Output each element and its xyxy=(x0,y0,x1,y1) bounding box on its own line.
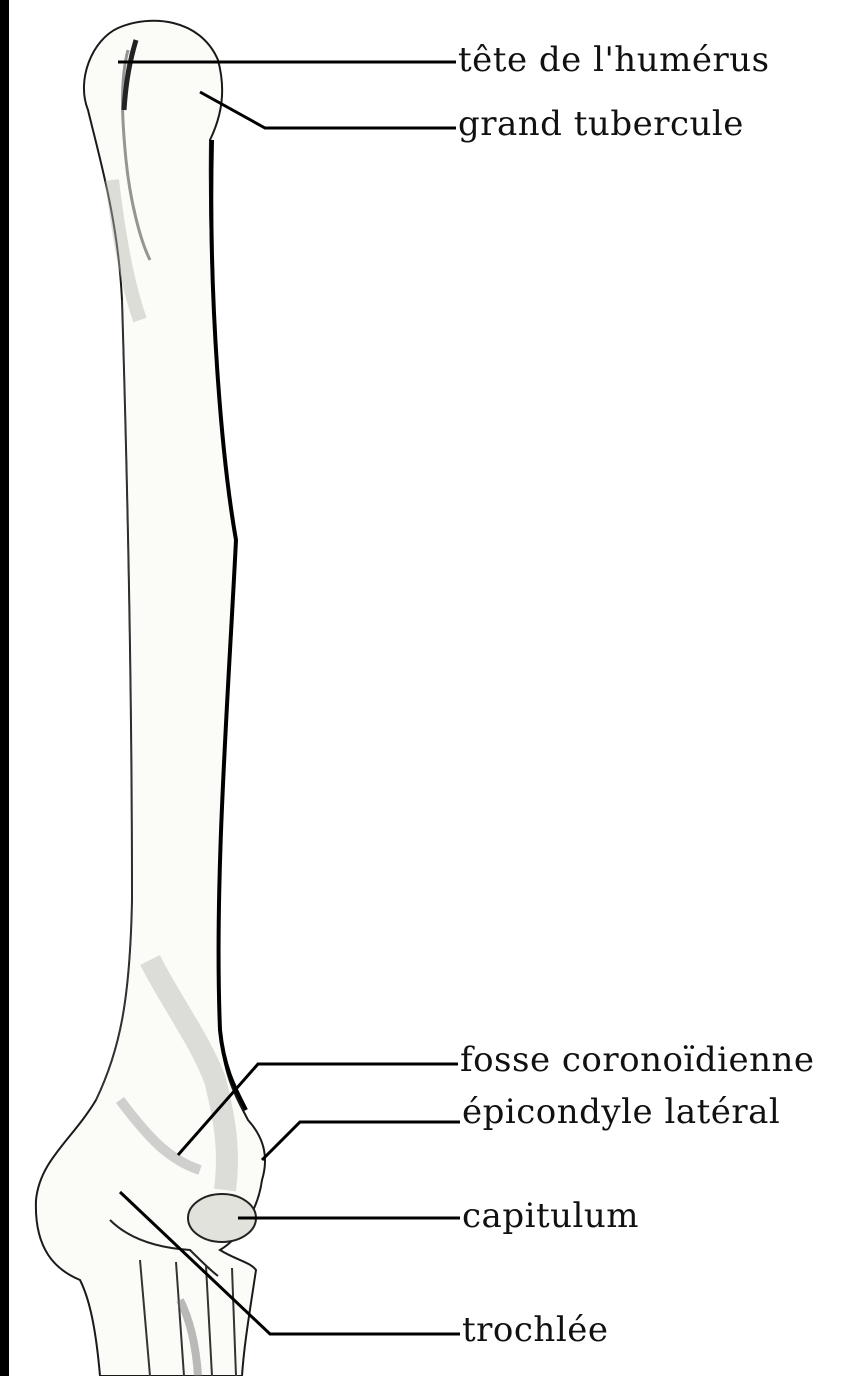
left-border xyxy=(0,0,9,1376)
label-epicondyle: épicondyle latéral xyxy=(462,1092,780,1132)
label-head: tête de l'humérus xyxy=(458,40,770,80)
leader-epicondyle xyxy=(262,1122,460,1160)
label-fossa: fosse coronoïdienne xyxy=(460,1040,815,1080)
leader-tubercle xyxy=(200,92,456,128)
label-trochlea: trochlée xyxy=(462,1310,608,1350)
label-tubercle: grand tubercule xyxy=(458,104,744,144)
label-capitulum: capitulum xyxy=(462,1196,639,1236)
